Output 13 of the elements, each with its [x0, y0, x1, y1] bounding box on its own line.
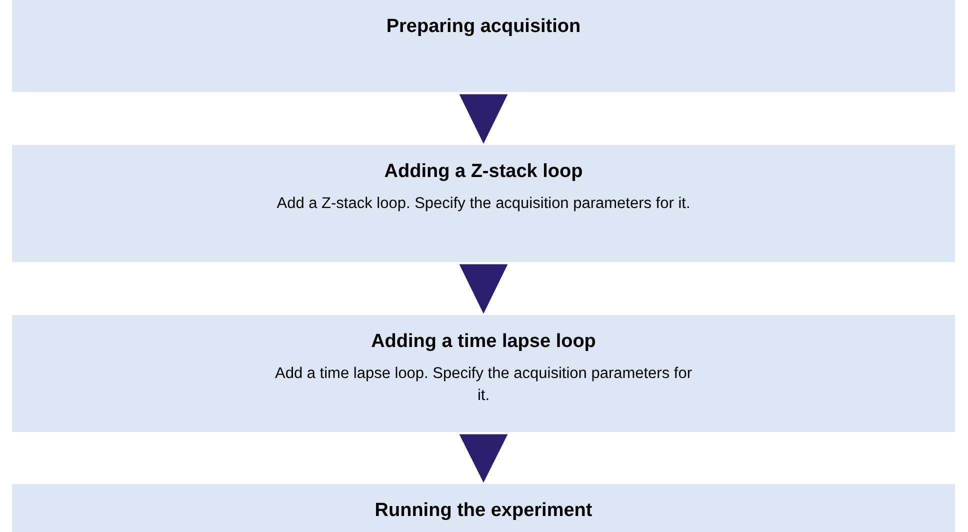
- step-description: Add a Z-stack loop. Specify the acquisition parameters for it.: [276, 194, 692, 214]
- step-band: [12, 0, 955, 92]
- step-title: Running the experiment: [374, 500, 592, 522]
- step-band: [12, 315, 955, 432]
- step-title: Adding a time lapse loop: [371, 331, 596, 353]
- arrow: [459, 434, 508, 483]
- step-description: Add a time lapse loop. Specify the acquisition parameters for it.: [274, 364, 693, 406]
- arrow: [459, 94, 508, 144]
- step-band: [12, 484, 955, 532]
- step-title: Preparing acquisition: [386, 16, 581, 38]
- step-band: [12, 145, 955, 262]
- arrow: [459, 264, 508, 314]
- step-title: Adding a Z-stack loop: [384, 161, 583, 183]
